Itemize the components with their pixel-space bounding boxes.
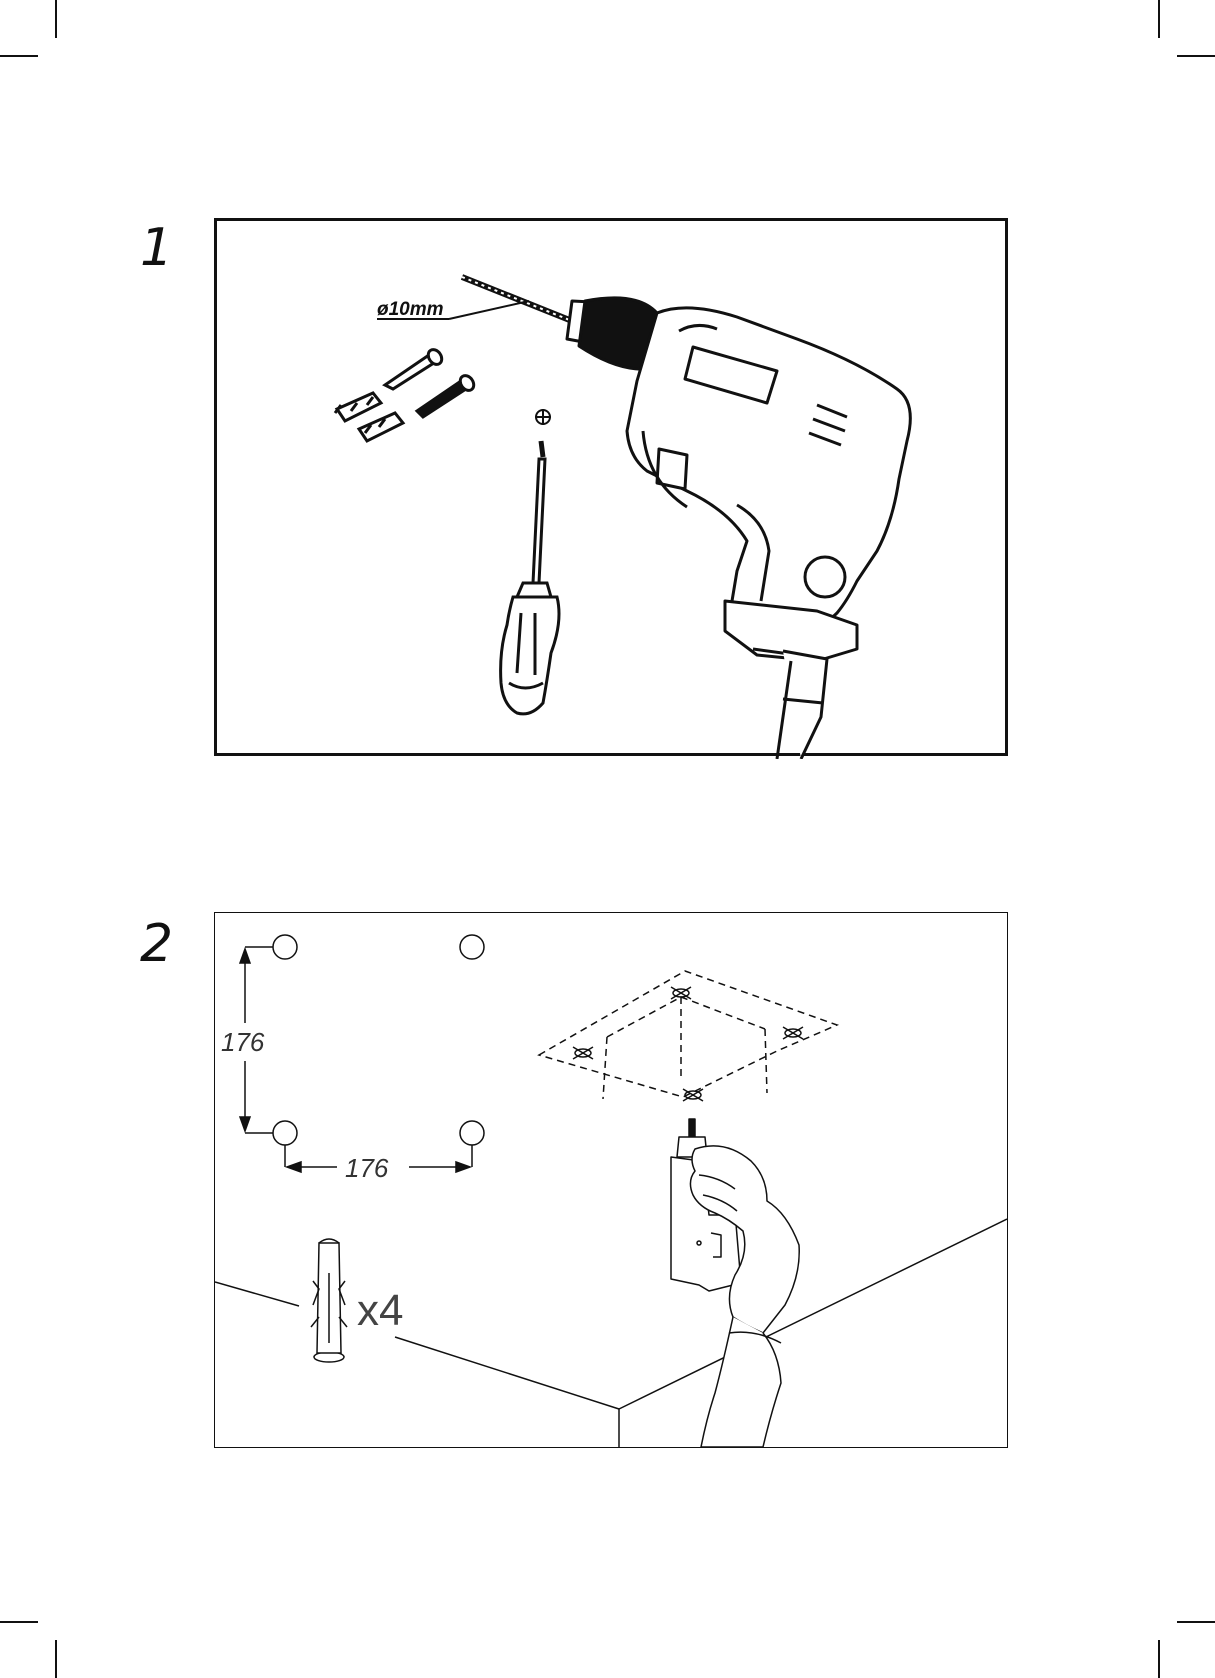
drill-bit-icon	[462, 277, 577, 323]
step-2-panel: 176 176	[214, 912, 1008, 1448]
crop-mark	[0, 1621, 38, 1623]
crop-mark	[55, 1640, 57, 1678]
hole-marker	[460, 1121, 484, 1145]
screwdriver-icon	[501, 441, 559, 714]
hole-marker	[460, 935, 484, 959]
wall-plug-icon	[335, 393, 403, 441]
crop-mark	[1177, 55, 1215, 57]
step-1-panel: ø10mm	[214, 218, 1008, 756]
hole-marker	[273, 1121, 297, 1145]
step-number: 1	[140, 222, 173, 274]
phillips-head-icon	[535, 409, 551, 425]
crop-mark	[1158, 0, 1160, 38]
screw-icon	[385, 347, 477, 417]
crop-mark	[0, 55, 38, 57]
step-2-illustration: 176 176	[215, 913, 1007, 1447]
step-number: 2	[140, 918, 173, 970]
drill-bit-label-group: ø10mm	[377, 299, 529, 320]
wall-plug-icon	[311, 1239, 347, 1362]
crop-mark	[55, 0, 57, 38]
drill-icon	[567, 298, 910, 759]
hole-marker	[273, 935, 297, 959]
anchor-quantity-label: x4	[357, 1286, 403, 1335]
screw-marker	[573, 987, 803, 1101]
vertical-dimension-label: 176	[221, 1027, 265, 1057]
hole-pattern	[273, 935, 484, 1145]
crop-mark	[1158, 1640, 1160, 1678]
horizontal-dimension-label: 176	[345, 1153, 389, 1183]
step-1-illustration: ø10mm	[217, 221, 1011, 759]
hand-icon	[671, 1119, 799, 1447]
drill-bit-label: ø10mm	[377, 299, 444, 320]
crop-mark	[1177, 1621, 1215, 1623]
